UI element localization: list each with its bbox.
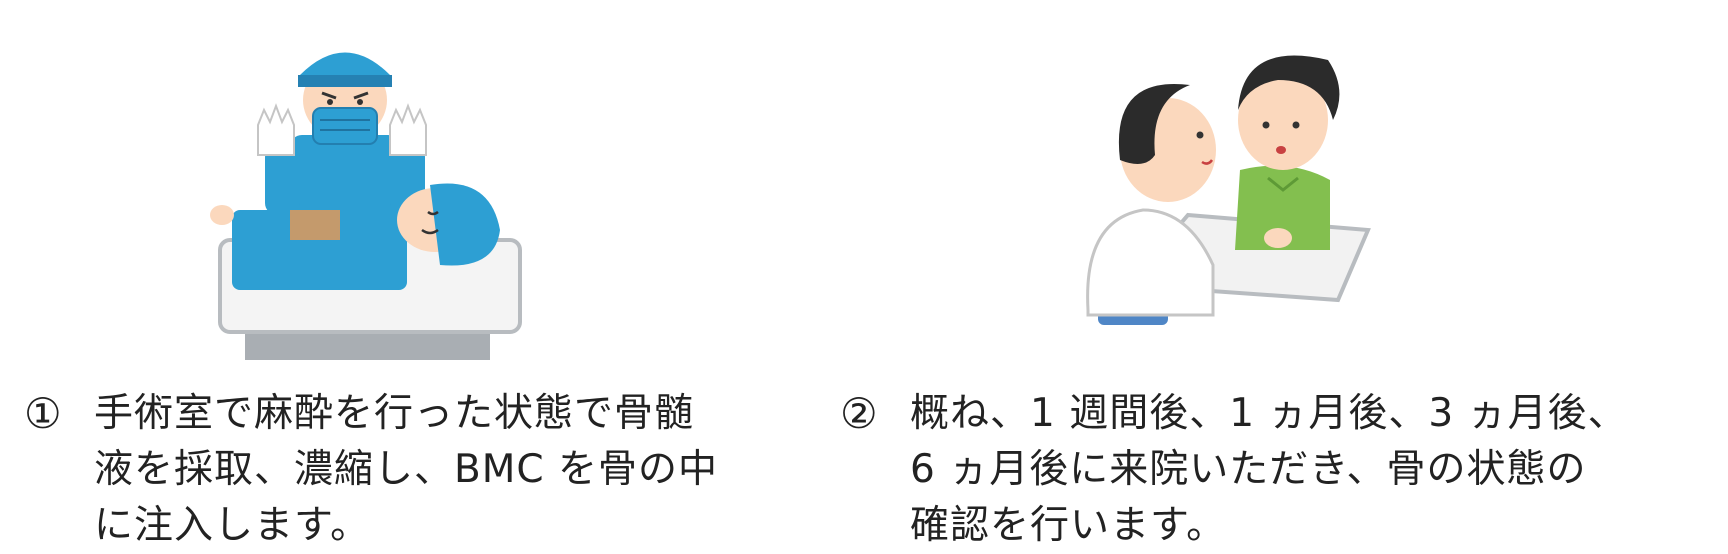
surgery-illustration	[210, 30, 530, 370]
step-1-text: 手術室で麻酔を行った状態で骨髄 液を採取、濃縮し、BMC を骨の中 に注入します…	[94, 386, 718, 554]
step-1-line-1: 手術室で麻酔を行った状態で骨髄	[94, 391, 695, 436]
step-2-line-2: 6 ヵ月後に来院いただき、骨の状態の	[910, 447, 1587, 492]
step-1-number: ①	[24, 389, 62, 438]
step-2-text: 概ね、1 週間後、1 ヵ月後、3 ヵ月後、 6 ヵ月後に来院いただき、骨の状態の…	[910, 386, 1628, 554]
surgeon-operating-icon	[210, 52, 522, 360]
step-2: ② 概ね、1 週間後、1 ヵ月後、3 ヵ月後、 6 ヵ月後に来院いただき、骨の状…	[840, 386, 1628, 554]
consultation-illustration	[1068, 20, 1378, 340]
step-2-line-1: 概ね、1 週間後、1 ヵ月後、3 ヵ月後、	[910, 391, 1628, 436]
step-1-line-2: 液を採取、濃縮し、BMC を骨の中	[94, 447, 719, 492]
step-1-line-3: に注入します。	[94, 503, 371, 548]
step-1: ① 手術室で麻酔を行った状態で骨髄 液を採取、濃縮し、BMC を骨の中 に注入し…	[24, 386, 718, 554]
doctor-consulting-icon	[1086, 55, 1371, 325]
step-2-line-3: 確認を行います。	[910, 503, 1227, 548]
step-2-number: ②	[840, 389, 878, 438]
